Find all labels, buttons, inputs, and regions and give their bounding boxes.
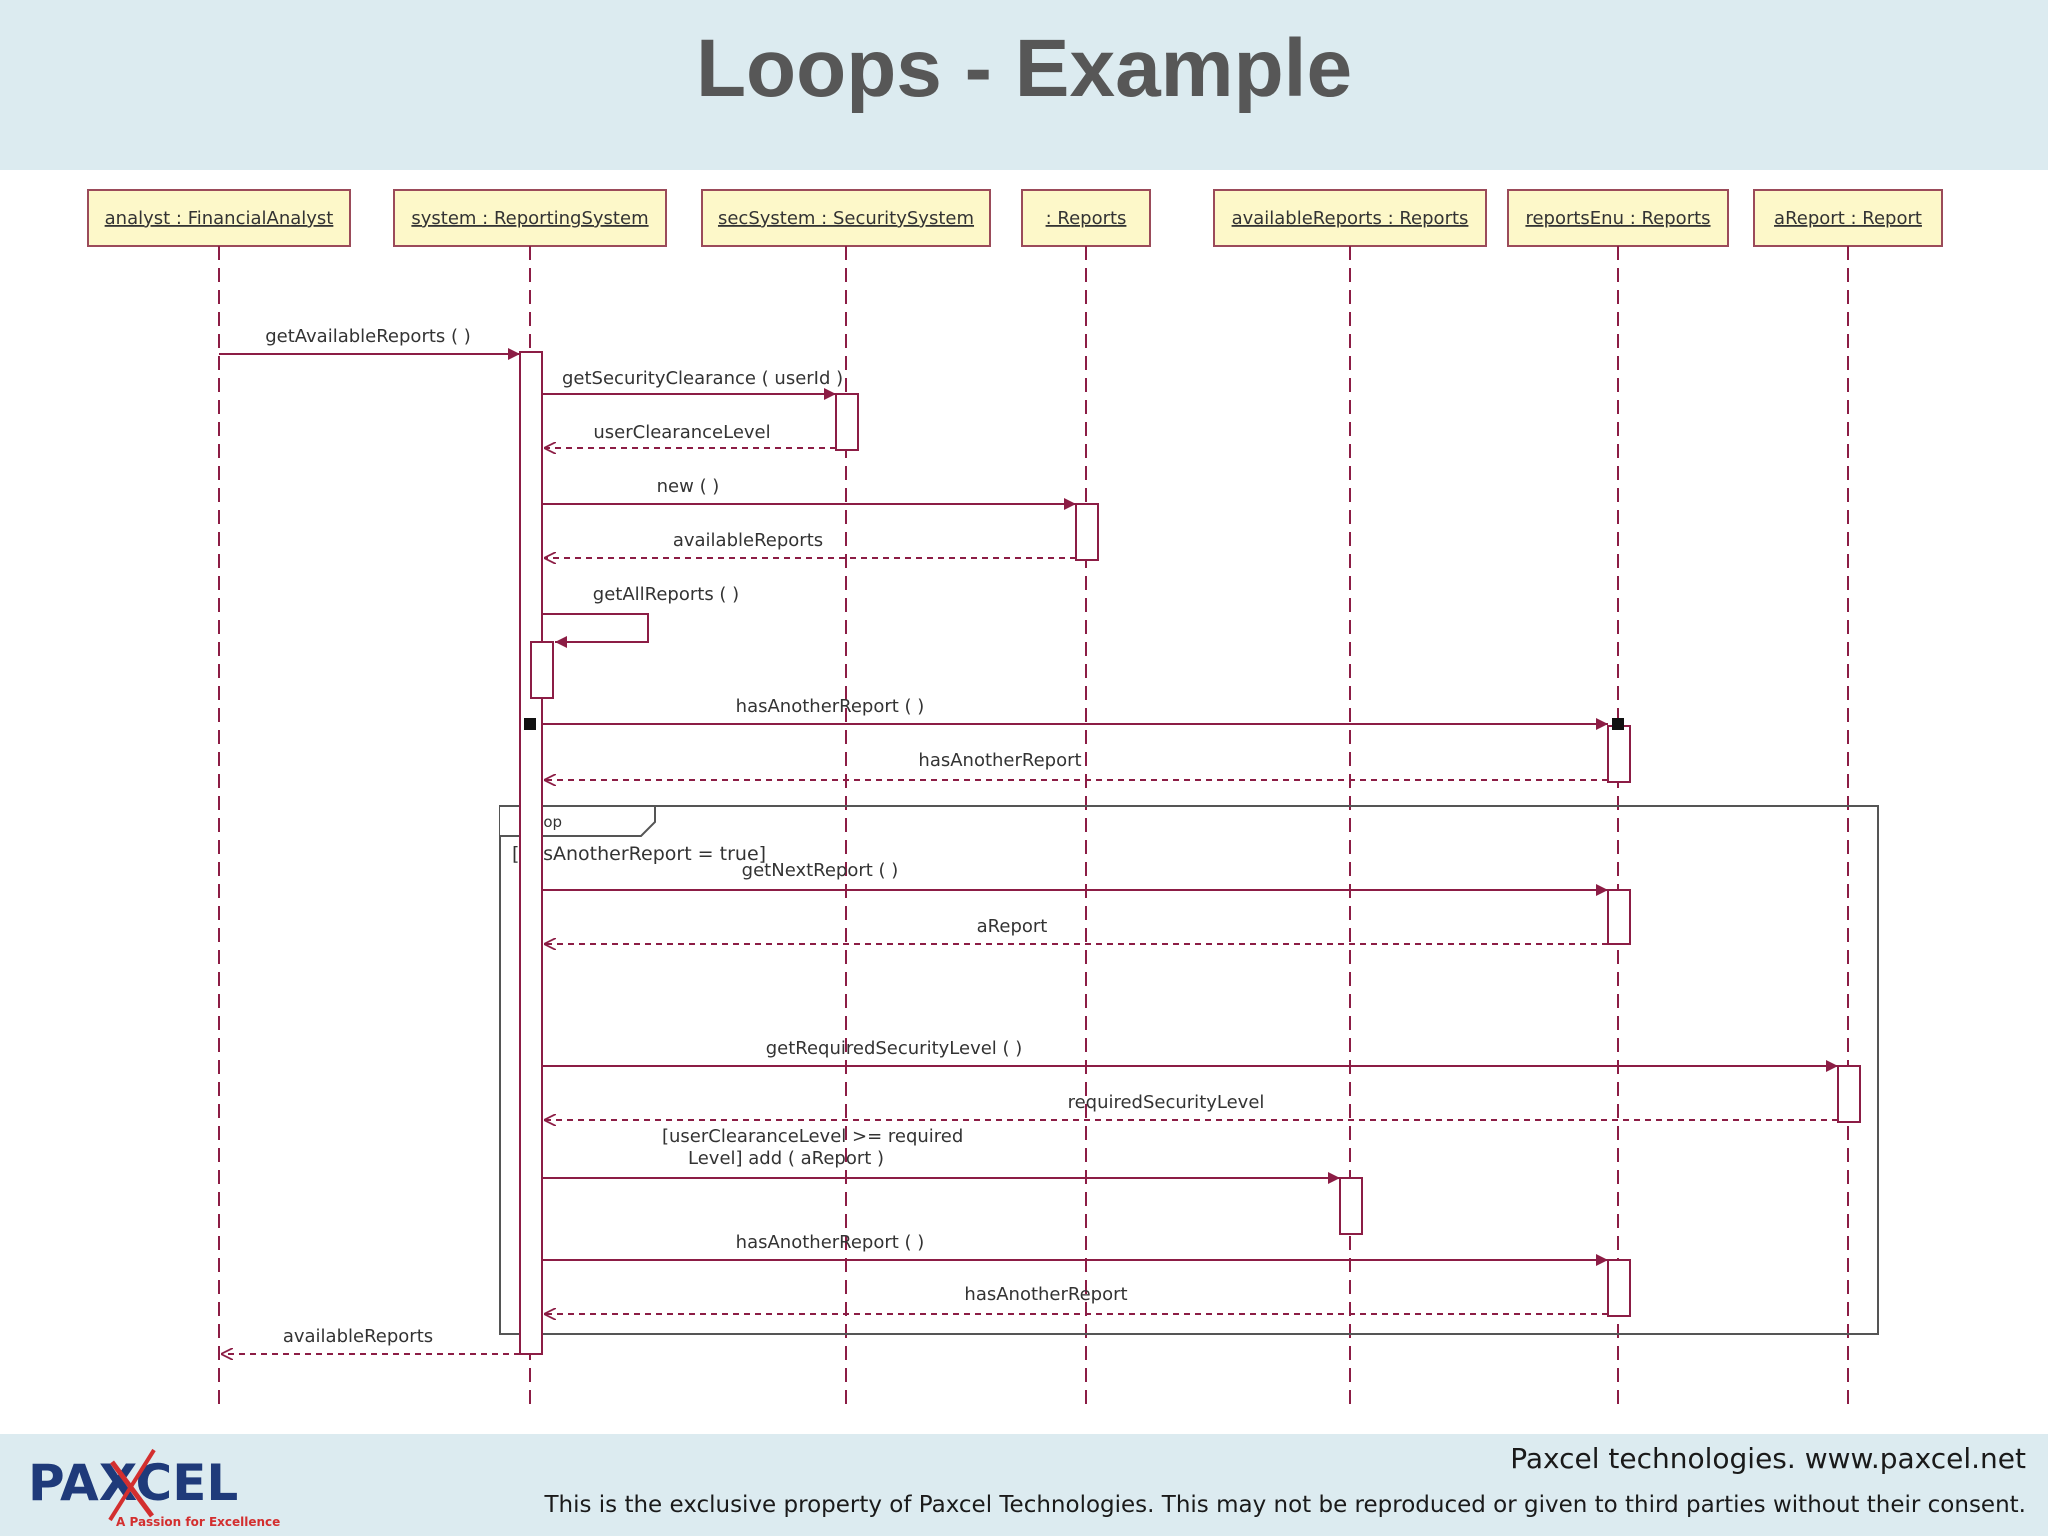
marker-square: [1612, 718, 1624, 730]
lifeline-head-reportsenu: reportsEnu : Reports: [1507, 189, 1729, 247]
activation-bar-reportsenu-1: [1607, 725, 1631, 783]
slide-header: Loops - Example: [0, 0, 2048, 170]
lifeline-head-reports: : Reports: [1021, 189, 1151, 247]
activation-bar-availablereports: [1339, 1177, 1363, 1235]
lifeline-label: secSystem : SecuritySystem: [718, 208, 974, 229]
loop-guard: [hasAnotherReport = true]: [512, 843, 766, 865]
loop-fragment: loop [hasAnotherReport = true]: [499, 805, 1879, 1335]
lifeline-head-analyst: analyst : FinancialAnalyst: [87, 189, 351, 247]
message-label: getAvailableReports ( ): [265, 326, 471, 347]
activation-bar-system-self: [530, 641, 554, 699]
message-label: aReport: [977, 916, 1048, 937]
sequence-diagram: analyst : FinancialAnalyst system : Repo…: [0, 170, 2048, 1434]
message-label: requiredSecurityLevel: [1068, 1092, 1265, 1113]
footer-site: Paxcel technologies. www.paxcel.net: [1510, 1442, 2026, 1475]
activation-bar-reportsenu-2: [1607, 889, 1631, 945]
message-label: hasAnotherReport ( ): [736, 696, 925, 717]
message-label: getNextReport ( ): [742, 860, 899, 881]
lifeline-label: aReport : Report: [1774, 208, 1922, 229]
slide-footer: PAXCEL A Passion for Excellence Paxcel t…: [0, 1434, 2048, 1536]
message-label: getSecurityClearance ( userId ): [562, 368, 843, 389]
lifeline-label: reportsEnu : Reports: [1525, 208, 1710, 229]
paxcel-logo: PAXCEL A Passion for Excellence: [24, 1442, 284, 1532]
slide-title: Loops - Example: [695, 23, 1353, 114]
activation-bar-secsystem: [835, 393, 859, 451]
message-label: availableReports: [283, 1326, 433, 1347]
message-label: userClearanceLevel: [593, 422, 770, 443]
lifeline-head-system: system : ReportingSystem: [393, 189, 667, 247]
lifeline-head-availablereports: availableReports : Reports: [1213, 189, 1487, 247]
activation-bar-system: [519, 351, 543, 1355]
message-arrow-self: [542, 613, 649, 648]
message-label: new ( ): [657, 476, 720, 497]
message-label: hasAnotherReport: [964, 1284, 1127, 1305]
activation-bar-areport: [1837, 1065, 1861, 1123]
logo-tagline: A Passion for Excellence: [116, 1515, 280, 1529]
activation-bar-reports: [1075, 503, 1099, 561]
lifeline-label: system : ReportingSystem: [411, 208, 648, 229]
lifeline-head-areport: aReport : Report: [1753, 189, 1943, 247]
footer-copyright: This is the exclusive property of Paxcel…: [544, 1492, 2026, 1518]
lifeline-label: : Reports: [1046, 208, 1127, 229]
lifeline-head-secsystem: secSystem : SecuritySystem: [701, 189, 991, 247]
message-label: getAllReports ( ): [593, 584, 739, 605]
message-label: hasAnotherReport ( ): [736, 1232, 925, 1253]
activation-bar-reportsenu-3: [1607, 1259, 1631, 1317]
message-label: hasAnotherReport: [918, 750, 1081, 771]
lifeline-label: analyst : FinancialAnalyst: [105, 208, 334, 229]
message-label: availableReports: [673, 530, 823, 551]
message-label: Level] add ( aReport ): [688, 1148, 884, 1169]
message-label: getRequiredSecurityLevel ( ): [766, 1038, 1023, 1059]
marker-square: [524, 718, 536, 730]
message-label: [userClearanceLevel >= required: [662, 1126, 963, 1147]
lifeline-label: availableReports : Reports: [1232, 208, 1469, 229]
